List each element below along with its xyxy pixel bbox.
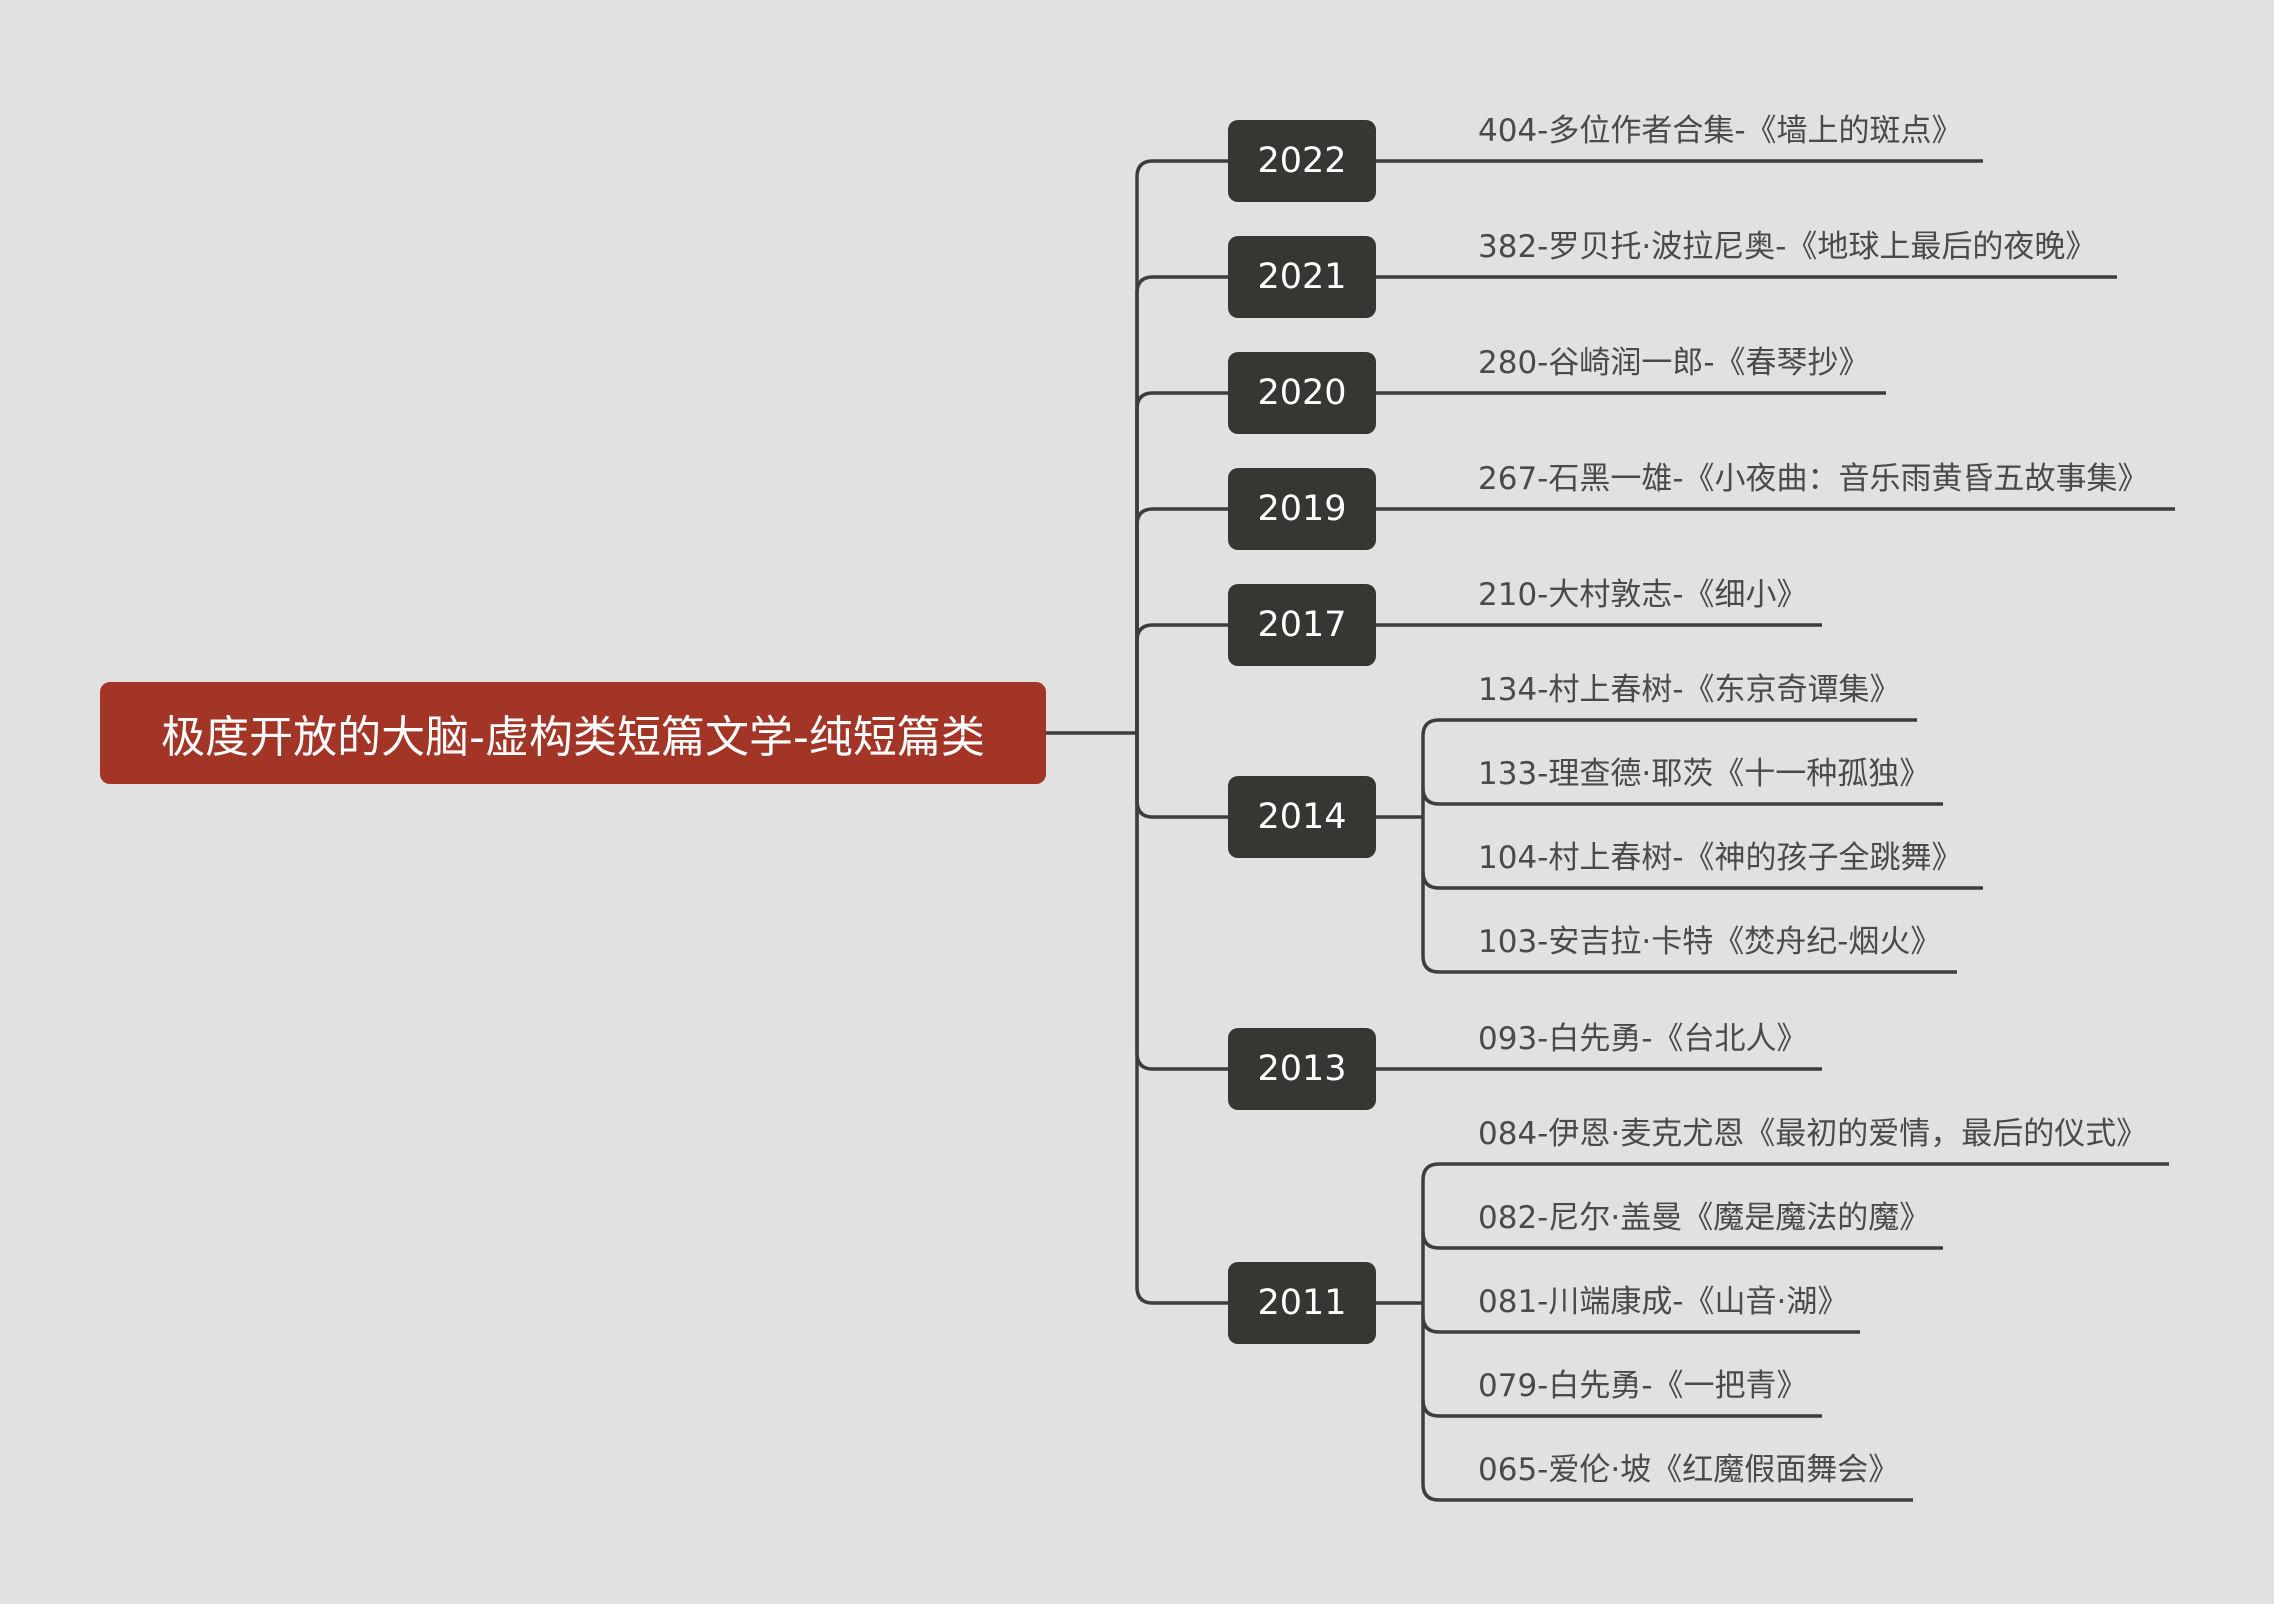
book-entry[interactable]: 134-村上春树-《东京奇谭集》: [1478, 672, 1901, 708]
branch-line-2021: [1135, 275, 1228, 733]
branch-line-2011: [1135, 733, 1228, 1305]
book-entry[interactable]: 081-川端康成-《山音·湖》: [1478, 1284, 1849, 1320]
branch-line-2022: [1135, 159, 1228, 733]
leaf-line-2014-0: [1421, 718, 1917, 737]
book-entry[interactable]: 079-白先勇-《一把青》: [1478, 1368, 1808, 1404]
book-entry[interactable]: 084-伊恩·麦克尤恩《最初的爱情，最后的仪式》: [1478, 1116, 2148, 1152]
leaf-line-2011-2: [1421, 1315, 1860, 1334]
book-entry[interactable]: 404-多位作者合集-《墙上的斑点》: [1478, 113, 1963, 149]
branch-line-2013: [1135, 733, 1228, 1071]
year-node-2021[interactable]: 2021: [1228, 236, 1376, 318]
year-node-2017[interactable]: 2017: [1228, 584, 1376, 666]
book-entry[interactable]: 133-理查德·耶茨《十一种孤独》: [1478, 756, 1931, 792]
leaf-line-2011-1: [1421, 1231, 1943, 1250]
leaf-line-2014-3: [1421, 955, 1957, 974]
leaf-line-2011-3: [1421, 1399, 1822, 1418]
book-entry[interactable]: 280-谷崎润一郎-《春琴抄》: [1478, 345, 1870, 381]
year-node-2022[interactable]: 2022: [1228, 120, 1376, 202]
leaf-line-2014-1: [1421, 787, 1943, 806]
book-entry[interactable]: 104-村上春树-《神的孩子全跳舞》: [1478, 840, 1963, 876]
leaf-line-2011-4: [1421, 1483, 1913, 1502]
branch-line-2019: [1135, 507, 1228, 733]
leaf-line-2014-2: [1421, 871, 1983, 890]
branch-line-2017: [1135, 623, 1228, 733]
year-node-2019[interactable]: 2019: [1228, 468, 1376, 550]
book-entry[interactable]: 093-白先勇-《台北人》: [1478, 1021, 1808, 1057]
year-node-2013[interactable]: 2013: [1228, 1028, 1376, 1110]
book-entry[interactable]: 103-安吉拉·卡特《焚舟纪-烟火》: [1478, 924, 1942, 960]
book-entry[interactable]: 210-大村敦志-《细小》: [1478, 577, 1808, 613]
branch-line-2014: [1135, 733, 1228, 819]
book-entry[interactable]: 065-爱伦·坡《红魔假面舞会》: [1478, 1452, 1900, 1488]
book-entry[interactable]: 267-石黑一雄-《小夜曲：音乐雨黄昏五故事集》: [1478, 461, 2149, 497]
year-node-2014[interactable]: 2014: [1228, 776, 1376, 858]
leaf-line-2011-0: [1421, 1162, 2169, 1181]
book-entry[interactable]: 082-尼尔·盖曼《魔是魔法的魔》: [1478, 1200, 1931, 1236]
root-topic[interactable]: 极度开放的大脑-虚构类短篇文学-纯短篇类: [100, 682, 1046, 784]
year-node-2020[interactable]: 2020: [1228, 352, 1376, 434]
year-node-2011[interactable]: 2011: [1228, 1262, 1376, 1344]
book-entry[interactable]: 382-罗贝托·波拉尼奥-《地球上最后的夜晚》: [1478, 229, 2097, 265]
branch-line-2020: [1135, 391, 1228, 733]
